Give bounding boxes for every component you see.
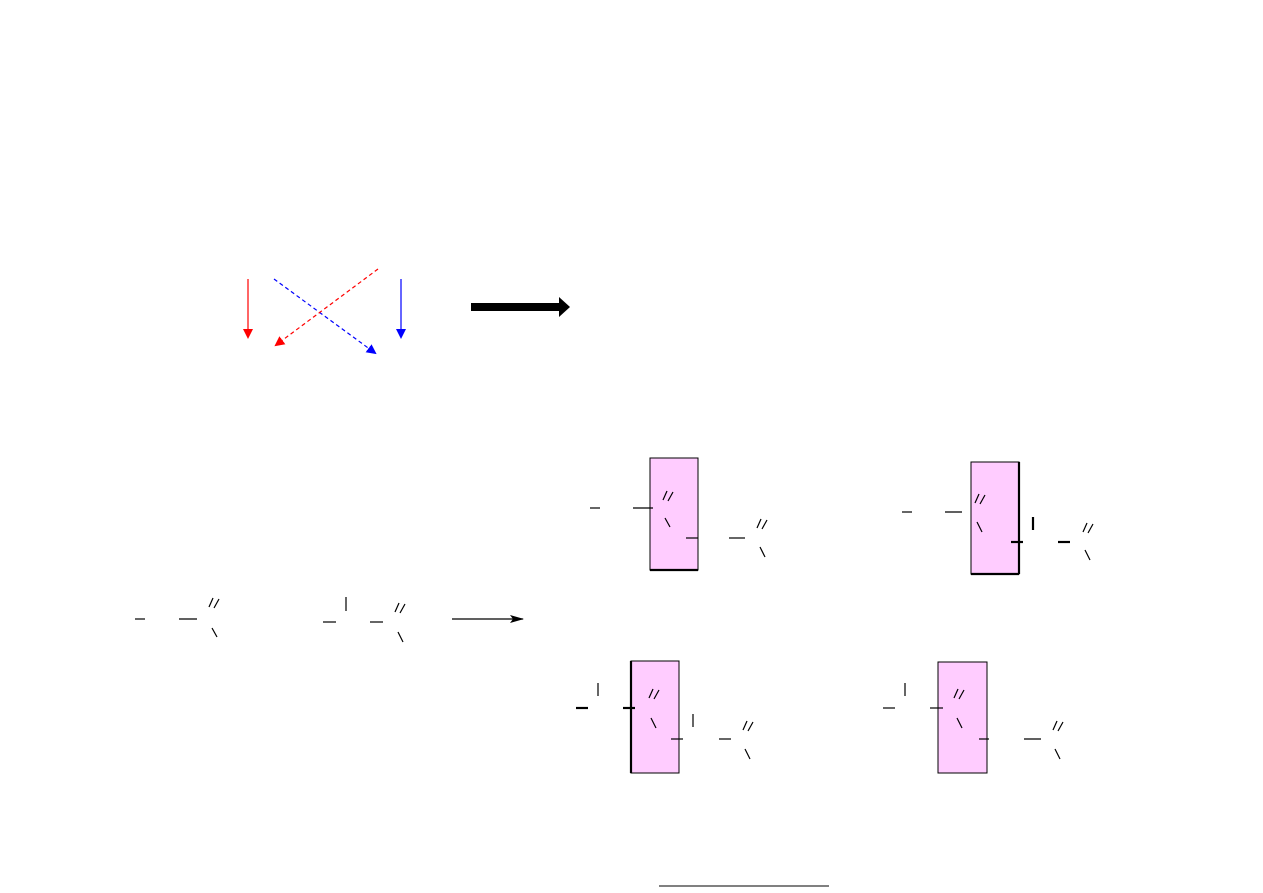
crossover-arrows xyxy=(243,268,406,355)
product-structure-1 xyxy=(590,457,768,572)
product-structure-2 xyxy=(902,461,1094,576)
highlight-box xyxy=(937,661,988,774)
highlight-box xyxy=(649,457,699,571)
blue-dashed-arrow xyxy=(273,278,377,355)
reactant-structure-1 xyxy=(135,597,220,638)
highlight-box xyxy=(630,660,680,774)
product-structure-4 xyxy=(883,661,1064,774)
thick-right-arrow-icon xyxy=(471,297,570,317)
highlight-box xyxy=(970,461,1020,575)
red-dashed-arrow xyxy=(274,268,379,347)
reactant-structure-2 xyxy=(323,597,406,643)
product-structure-3 xyxy=(576,660,754,774)
